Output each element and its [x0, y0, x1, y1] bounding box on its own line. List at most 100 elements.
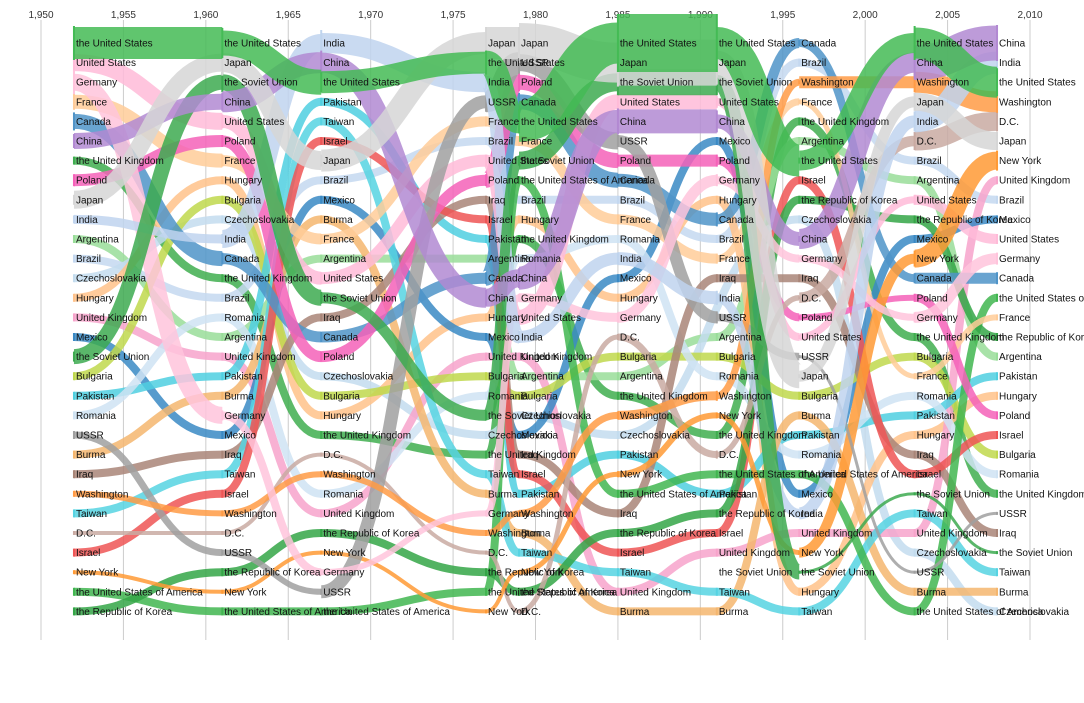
label-united-kingdom: United Kingdom [719, 548, 790, 559]
label-the-united-states: the United States [719, 39, 796, 50]
flow-pakistan [716, 431, 800, 498]
x-tick-label: 1,975 [441, 10, 466, 21]
label-china: China [719, 117, 746, 128]
flow-new-york [617, 412, 717, 478]
label-the-united-states-of-america: the United States of America [323, 607, 450, 618]
label-the-united-kingdom: the United Kingdom [323, 431, 411, 442]
label-united-kingdom: United Kingdom [917, 529, 988, 540]
label-the-soviet-union: the Soviet Union [620, 78, 693, 89]
label-india: India [719, 293, 741, 304]
label-the-united-states-of-america: the United States of America [917, 607, 1044, 618]
label-romania: Romania [488, 391, 528, 402]
label-japan: Japan [719, 58, 746, 69]
flow-taiwan [484, 470, 521, 557]
label-mexico: Mexico [620, 274, 652, 285]
label-france: France [323, 235, 355, 246]
flow-canada [617, 173, 718, 226]
flow-romania [221, 313, 322, 498]
label-hungary: Hungary [521, 215, 559, 226]
flow-united-states [73, 54, 223, 130]
label-iraq: Iraq [76, 470, 93, 481]
label-bulgaria: Bulgaria [801, 391, 838, 402]
label-d-c: D.C. [620, 333, 640, 344]
label-new-york: New York [521, 568, 564, 579]
label-romania: Romania [999, 470, 1039, 481]
label-israel: Israel [521, 470, 545, 481]
label-brazil: Brazil [801, 58, 826, 69]
flow-romania [73, 313, 223, 420]
flow-china [516, 109, 621, 290]
label-romania: Romania [224, 313, 264, 324]
label-romania: Romania [917, 391, 957, 402]
label-germany: Germany [801, 254, 842, 265]
label-united-states: United States [224, 117, 284, 128]
label-china: China [224, 97, 251, 108]
label-france: France [224, 156, 256, 167]
flow-bulgaria [914, 352, 998, 459]
flow-israel [518, 470, 619, 557]
x-tick-label: 1,960 [193, 10, 218, 21]
label-pakistan: Pakistan [76, 391, 114, 402]
label-brazil: Brazil [323, 176, 348, 187]
label-the-united-states-of-america: the United States of America [719, 470, 846, 481]
label-d-c: D.C. [719, 450, 739, 461]
x-tick-label: 2,005 [935, 10, 960, 21]
label-argentina: Argentina [323, 254, 366, 265]
flow-the-united-states-of-america [321, 587, 487, 616]
label-brazil: Brazil [620, 195, 645, 206]
label-the-republic-of-korea: the Republic of Korea [620, 529, 717, 540]
flow-czechoslovakia [914, 548, 998, 616]
label-hungary: Hungary [224, 176, 262, 187]
label-france: France [488, 117, 520, 128]
flow-china [221, 52, 322, 113]
label-israel: Israel [999, 431, 1023, 442]
label-israel: Israel [917, 470, 941, 481]
label-ussr: USSR [521, 58, 549, 69]
label-argentina: Argentina [719, 333, 762, 344]
flow-new-york [798, 253, 916, 558]
label-romania: Romania [76, 411, 116, 422]
label-the-republic-of-korea: the Republic of Korea [521, 587, 618, 598]
label-ussr: USSR [323, 587, 351, 598]
flow-germany [617, 174, 718, 323]
label-united-states: United States [76, 58, 136, 69]
label-the-united-kingdom: the United Kingdom [801, 117, 889, 128]
flow-pakistan [73, 372, 223, 400]
label-the-soviet-union: the Soviet Union [521, 156, 594, 167]
label-burma: Burma [917, 587, 947, 598]
label-the-united-states: the United States [323, 78, 400, 89]
label-the-soviet-union: the Soviet Union [719, 78, 792, 89]
label-the-united-states-of-america: the United States of America [76, 587, 203, 598]
flow-bulgaria [518, 352, 619, 400]
flow-bulgaria [321, 372, 487, 400]
label-the-united-kingdom: the United Kingdom [76, 156, 164, 167]
x-tick-label: 2,010 [1017, 10, 1042, 21]
flow-new-york [518, 471, 619, 575]
label-the-united-kingdom: the United Kingdom [719, 431, 807, 442]
flow-united-states [798, 196, 915, 341]
label-burma: Burma [224, 391, 254, 402]
label-the-soviet-union: the Soviet Union [488, 411, 561, 422]
flow-japan [73, 53, 224, 209]
flow-new-york [485, 570, 520, 614]
label-taiwan: Taiwan [801, 607, 832, 618]
label-india: India [76, 215, 98, 226]
label-washington: Washington [521, 509, 573, 520]
label-poland: Poland [323, 352, 354, 363]
flow-the-united-states-of-america [798, 470, 916, 616]
label-new-york: New York [999, 156, 1042, 167]
flow-the-united-states-of-america [73, 587, 223, 616]
label-the-united-states-of-america: the United States of America [224, 607, 351, 618]
flow-canada [73, 113, 223, 267]
label-israel: Israel [620, 548, 644, 559]
flow-ussr [616, 135, 718, 324]
label-the-soviet-union: the Soviet Union [719, 568, 792, 579]
label-the-republic-of-korea: the Republic of Korea [224, 568, 321, 579]
label-canada: Canada [488, 274, 523, 285]
label-taiwan: Taiwan [719, 587, 750, 598]
label-china: China [76, 137, 103, 148]
label-new-york: New York [719, 411, 762, 422]
label-brazil: Brazil [999, 195, 1024, 206]
flow-d-c [617, 333, 718, 459]
